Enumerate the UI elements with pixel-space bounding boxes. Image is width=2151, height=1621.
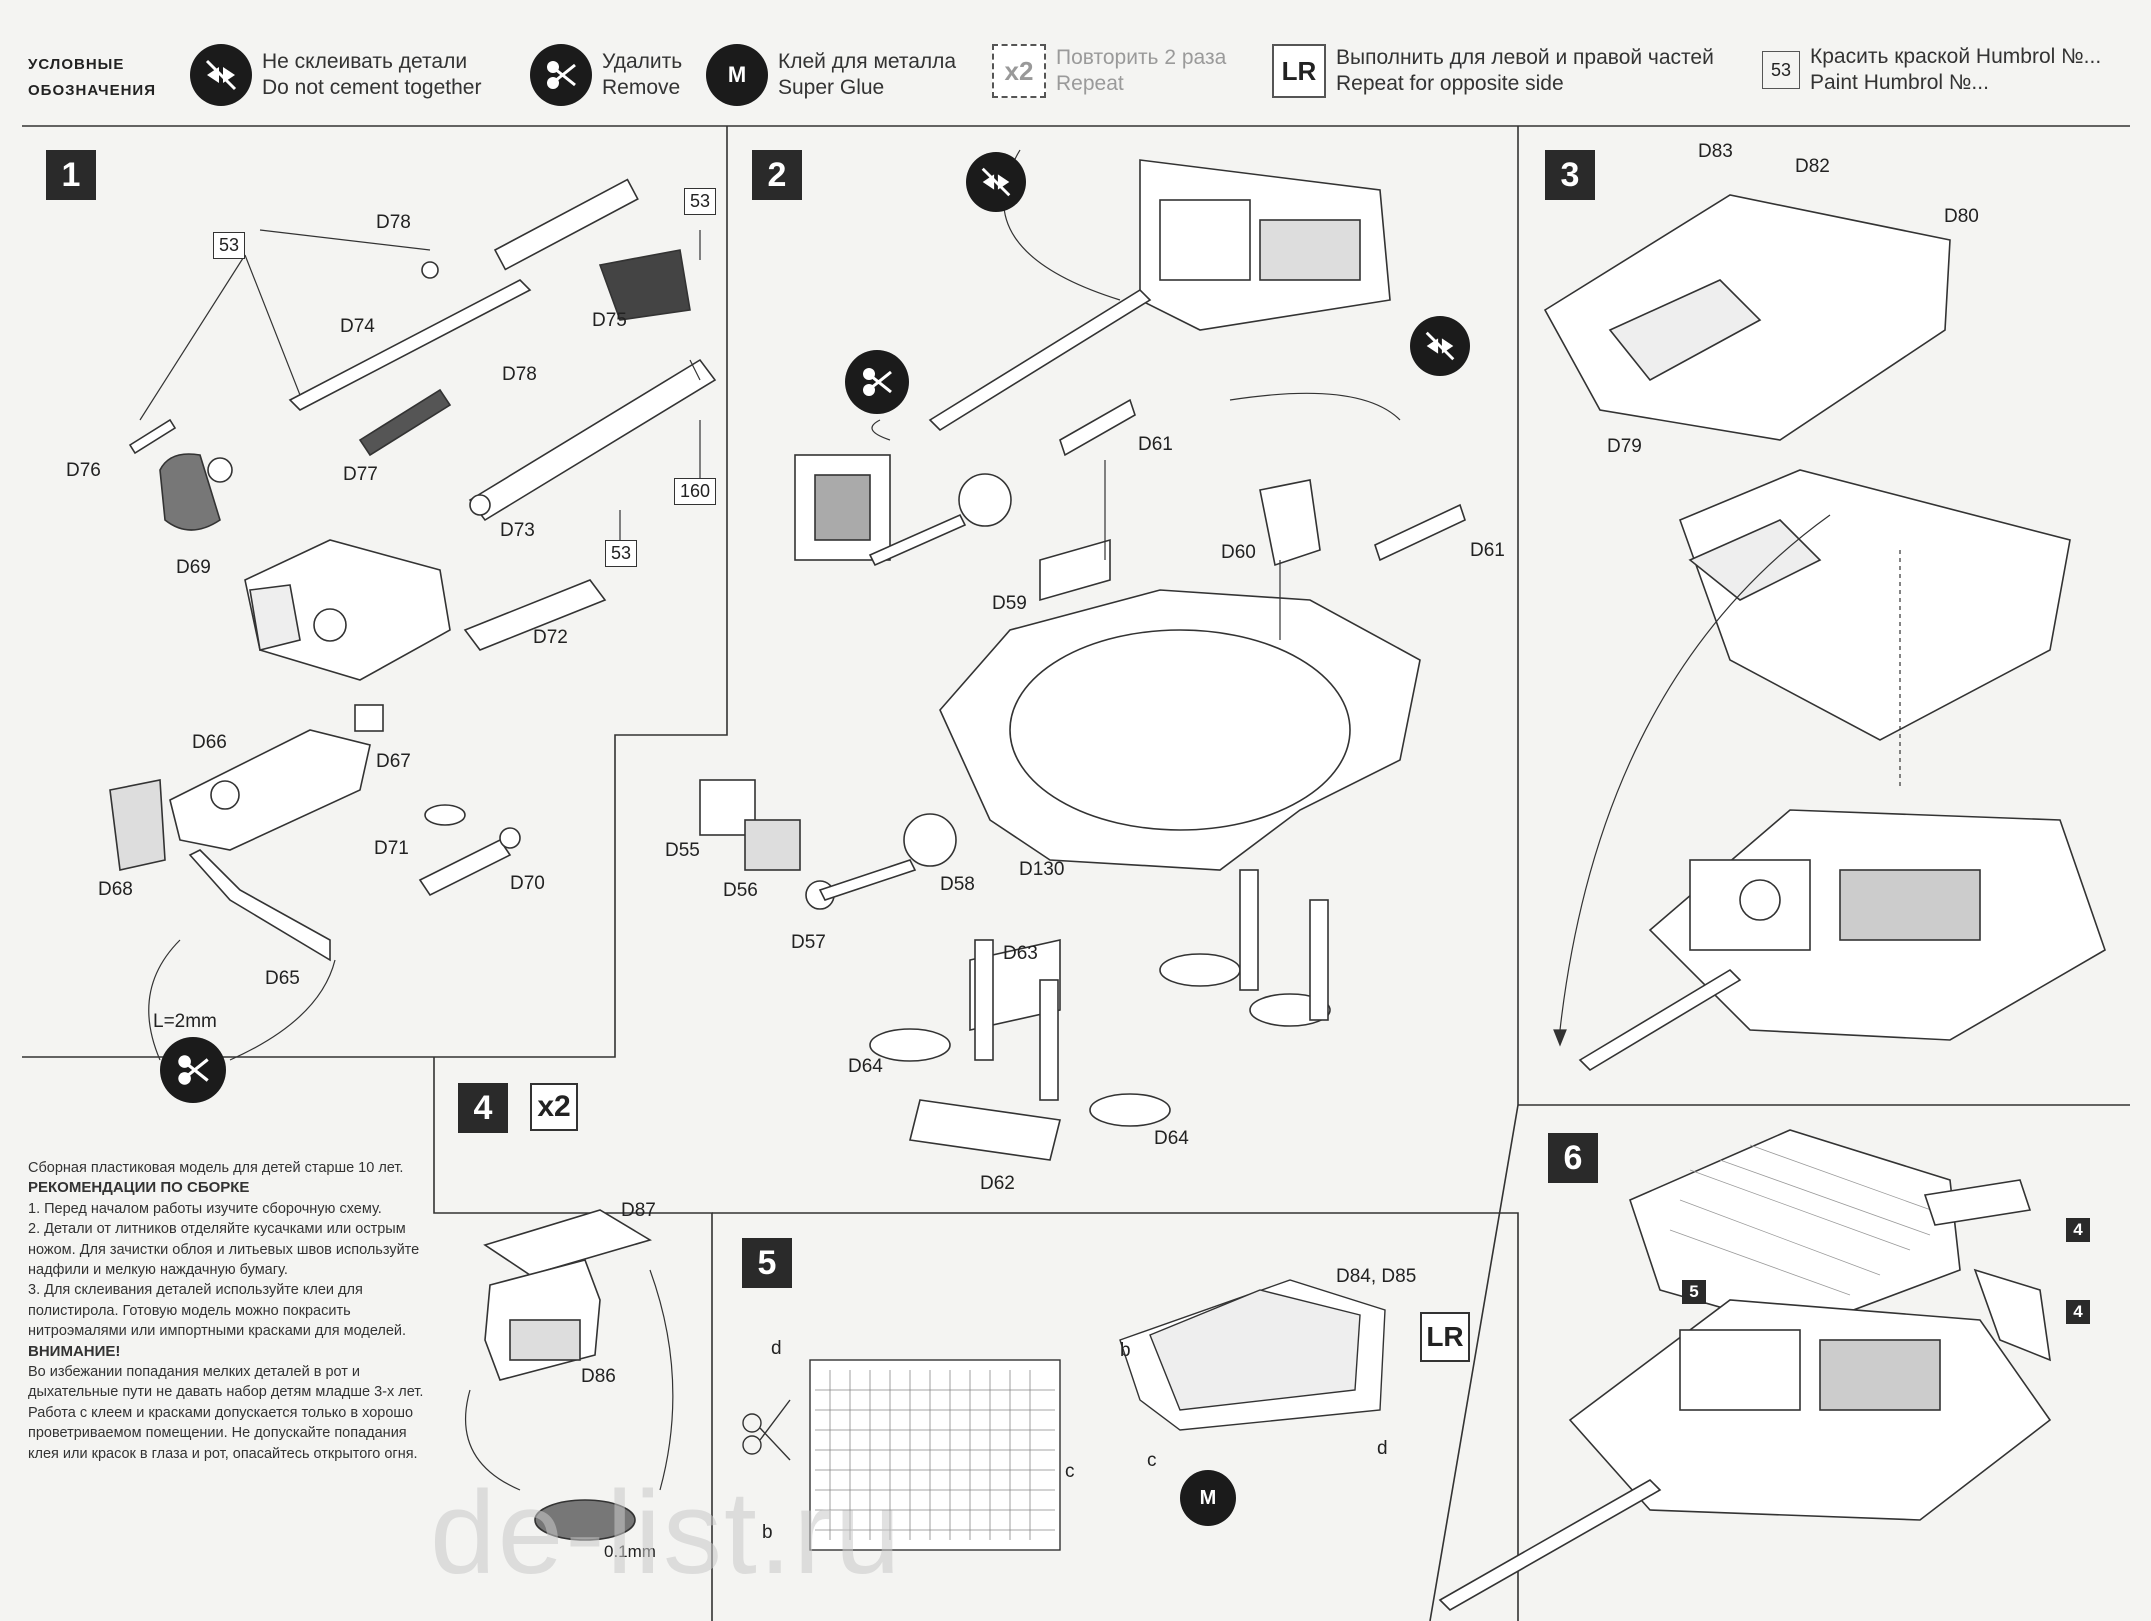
thickness-note: 0.1mm xyxy=(604,1542,656,1561)
part-label: D80 xyxy=(1944,206,1979,227)
part-label: D73 xyxy=(500,520,535,541)
part-label: D59 xyxy=(992,593,1027,614)
scissors-icon xyxy=(742,1399,791,1461)
paint-ref-53: 53 xyxy=(684,188,717,215)
part-label: D74 xyxy=(340,316,375,337)
part-label: D64 xyxy=(848,1056,883,1077)
part-label: D56 xyxy=(723,880,758,901)
step-3-badge: 3 xyxy=(1545,150,1595,200)
part-label: D69 xyxy=(176,557,211,578)
legend-item-paint: 53 Красить краской Humbrol №... Paint Hu… xyxy=(1762,44,2101,96)
super-glue-icon: M xyxy=(706,44,768,106)
part-label: D63 xyxy=(1003,943,1038,964)
paint-icon: 53 xyxy=(1762,51,1800,89)
part-label: D55 xyxy=(665,840,700,861)
part-label: D61 xyxy=(1470,540,1505,561)
edge-letter: b xyxy=(1120,1340,1131,1361)
part-label: D68 xyxy=(98,879,133,900)
remove-icon xyxy=(530,44,592,106)
left-right-icon: LR xyxy=(1272,44,1326,98)
edge-letter: b xyxy=(762,1522,773,1543)
step6-drawing xyxy=(1438,1129,2052,1611)
part-label: D70 xyxy=(510,873,545,894)
step-ref-4: 4 xyxy=(2066,1218,2090,1242)
step-5-badge: 5 xyxy=(742,1238,792,1288)
legend-item-left-right: LR Выполнить для левой и правой частей R… xyxy=(1272,44,1714,98)
remove-icon xyxy=(160,1037,226,1103)
remove-icon xyxy=(845,350,909,414)
step5-drawing xyxy=(809,1279,1386,1551)
assembly-notes: Сборная пластиковая модель для детей ста… xyxy=(28,1160,424,1462)
legend-item-super-glue: M Клей для металла Super Glue xyxy=(706,44,956,106)
part-label: D65 xyxy=(265,968,300,989)
step1-frame xyxy=(22,126,728,1058)
legend-bar: УСЛОВНЫЕ ОБОЗНАЧЕНИЯ Не склеивать детали… xyxy=(0,0,2151,125)
no-glue-icon xyxy=(190,44,252,106)
repeat-x2-badge: x2 xyxy=(530,1083,578,1131)
part-label: D84, D85 xyxy=(1336,1266,1417,1287)
part-label: D87 xyxy=(621,1200,656,1221)
part-label: D57 xyxy=(791,932,826,953)
paint-ref-53: 53 xyxy=(213,232,246,259)
edge-letter: d xyxy=(1377,1438,1388,1459)
edge-letter: d xyxy=(771,1338,782,1359)
step-ref-4: 4 xyxy=(2066,1300,2090,1324)
part-label: D64 xyxy=(1154,1128,1189,1149)
step1-drawing xyxy=(109,178,717,962)
part-label: D79 xyxy=(1607,436,1642,457)
legend-item-repeat: x2 Повторить 2 раза Repeat xyxy=(992,44,1226,98)
edge-letter: c xyxy=(1065,1461,1075,1482)
legend-title: УСЛОВНЫЕ ОБОЗНАЧЕНИЯ xyxy=(28,56,156,99)
part-label: D86 xyxy=(581,1366,616,1387)
step-ref-5: 5 xyxy=(1682,1280,1706,1304)
part-label: D130 xyxy=(1019,859,1065,880)
length-note: L=2mm xyxy=(153,1011,217,1032)
edge-letter: c xyxy=(1147,1450,1157,1471)
part-label: D75 xyxy=(592,310,627,331)
part-label: D62 xyxy=(980,1173,1015,1194)
watermark: de-list.ru xyxy=(430,1467,903,1599)
part-label: D71 xyxy=(374,838,409,859)
repeat-icon: x2 xyxy=(992,44,1046,98)
step4-drawing xyxy=(483,1209,652,1541)
super-glue-icon: M xyxy=(1180,1470,1236,1526)
part-label: D66 xyxy=(192,732,227,753)
part-label: D72 xyxy=(533,627,568,648)
paint-ref-53: 53 xyxy=(605,540,638,567)
part-label: D83 xyxy=(1698,141,1733,162)
no-glue-icon xyxy=(966,152,1026,212)
part-label: D77 xyxy=(343,464,378,485)
no-glue-icon xyxy=(1410,316,1470,376)
part-label: D76 xyxy=(66,460,101,481)
step2-drawing xyxy=(699,159,1466,1161)
step-1-badge: 1 xyxy=(46,150,96,200)
part-label: D58 xyxy=(940,874,975,895)
part-label: D78 xyxy=(502,364,537,385)
paint-ref-160: 160 xyxy=(674,478,717,505)
part-label: D60 xyxy=(1221,542,1256,563)
part-label: D82 xyxy=(1795,156,1830,177)
legend-item-no-glue: Не склеивать детали Do not cement togeth… xyxy=(190,44,481,106)
step-2-badge: 2 xyxy=(752,150,802,200)
part-label: D61 xyxy=(1138,434,1173,455)
step3-drawing xyxy=(1543,194,2106,1072)
legend-item-remove: Удалить Remove xyxy=(530,44,682,106)
part-label: D78 xyxy=(376,212,411,233)
part-label: D67 xyxy=(376,751,411,772)
step-6-badge: 6 xyxy=(1548,1133,1598,1183)
step-4-badge: 4 xyxy=(458,1083,508,1133)
left-right-icon: LR xyxy=(1420,1312,1470,1362)
